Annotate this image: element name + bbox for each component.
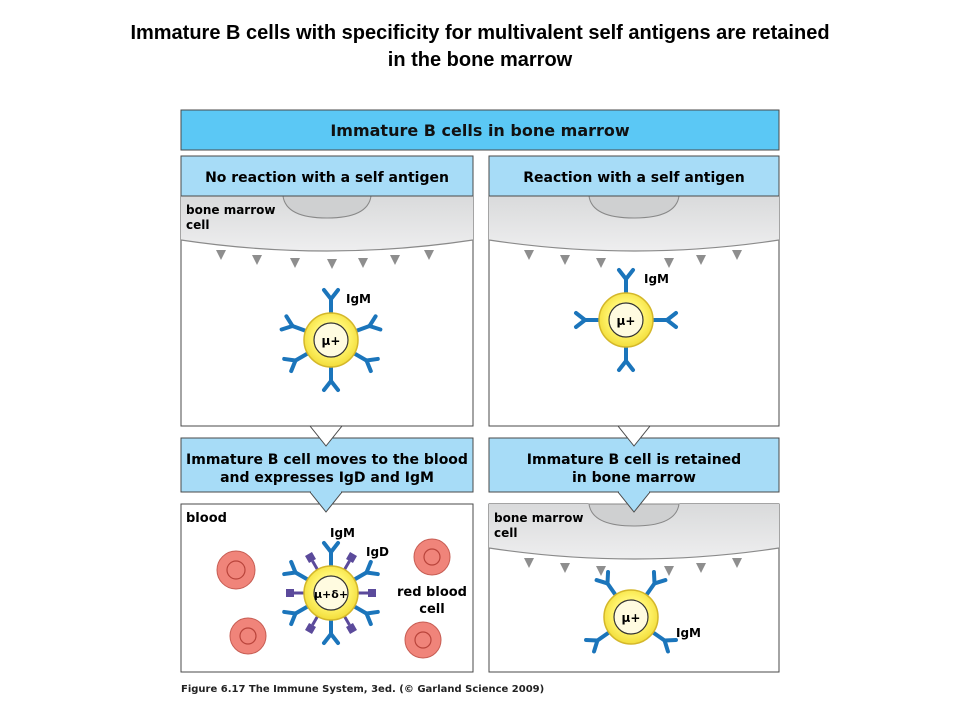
rbc-label-line-1: red blood xyxy=(397,585,467,600)
bone-marrow-cell-shape xyxy=(489,504,779,559)
igm-receptors xyxy=(279,288,383,392)
right-mid-header-line-2: in bone marrow xyxy=(572,470,696,486)
self-antigen-spikes xyxy=(216,250,434,269)
right-bottom-panel: bone marrow cell IgM xyxy=(488,491,780,673)
figure-caption: Figure 6.17 The Immune System, 3ed. (© G… xyxy=(181,684,544,695)
right-mid-header-line-1: Immature B cell is retained xyxy=(527,452,741,468)
main-header-box xyxy=(180,109,780,151)
left-top-igm-label: IgM xyxy=(346,292,371,306)
b-cell-nucleus xyxy=(313,575,349,611)
right-top-cell-label: μ+ xyxy=(617,314,636,328)
red-blood-cell xyxy=(216,550,256,590)
b-cell-nucleus xyxy=(313,322,349,358)
b-cell-nucleus xyxy=(613,599,649,635)
right-top-panel: Reaction with a self antigen xyxy=(488,155,780,427)
bone-marrow-cell-shape xyxy=(181,196,473,251)
title-line-2: in the bone marrow xyxy=(387,49,573,71)
b-cell-nucleus xyxy=(608,302,644,338)
red-blood-cells xyxy=(216,538,451,659)
down-arrow-icon xyxy=(616,425,652,447)
igm-igd-receptors xyxy=(282,541,380,645)
left-top-panel: No reaction with a self antigen bone mar… xyxy=(180,155,474,427)
right-bottom-igm-label: IgM xyxy=(676,626,701,640)
immature-b-cell: μ+δ+ xyxy=(282,541,380,645)
right-bottom-cell-label: μ+ xyxy=(622,611,641,625)
left-mid-header-line-2: and expresses IgD and IgM xyxy=(220,470,434,486)
left-top-header: No reaction with a self antigen xyxy=(205,170,449,186)
title-line-1: Immature B cells with specificity for mu… xyxy=(130,22,830,44)
left-marrow-label-1: bone marrow xyxy=(186,203,275,217)
self-antigen-spikes xyxy=(524,558,742,576)
down-arrow-icon xyxy=(308,425,344,447)
bone-marrow-cell-shape xyxy=(489,196,779,251)
left-marrow-label-2: cell xyxy=(186,218,209,232)
red-blood-cell xyxy=(229,617,267,655)
rbc-label-line-2: cell xyxy=(419,602,444,617)
right-top-igm-label: IgM xyxy=(644,272,669,286)
igd-label: IgD xyxy=(366,545,389,559)
left-bottom-cell-label: μ+δ+ xyxy=(314,588,348,601)
left-top-cell-label: μ+ xyxy=(322,334,341,348)
main-header: Immature B cells in bone marrow xyxy=(330,121,630,140)
right-mid-header: Immature B cell is retained in bone marr… xyxy=(488,425,780,493)
left-bottom-igm-label: IgM xyxy=(330,526,355,540)
immature-b-cell: μ+ IgM xyxy=(574,268,678,372)
red-blood-cell xyxy=(413,538,451,576)
left-mid-header: Immature B cell moves to the blood and e… xyxy=(180,425,474,493)
right-marrow-label-1: bone marrow xyxy=(494,511,583,525)
immature-b-cell: μ+ xyxy=(584,570,678,654)
right-marrow-label-2: cell xyxy=(494,526,517,540)
left-mid-header-line-1: Immature B cell moves to the blood xyxy=(186,452,468,468)
igm-receptors xyxy=(574,268,678,372)
right-top-header: Reaction with a self antigen xyxy=(523,170,745,186)
red-blood-cell xyxy=(404,621,442,659)
immature-b-cell: μ+ IgM xyxy=(279,288,383,392)
self-antigen-spikes xyxy=(524,250,742,268)
page-title: Immature B cells with specificity for mu… xyxy=(40,20,920,74)
blood-label: blood xyxy=(186,511,227,526)
